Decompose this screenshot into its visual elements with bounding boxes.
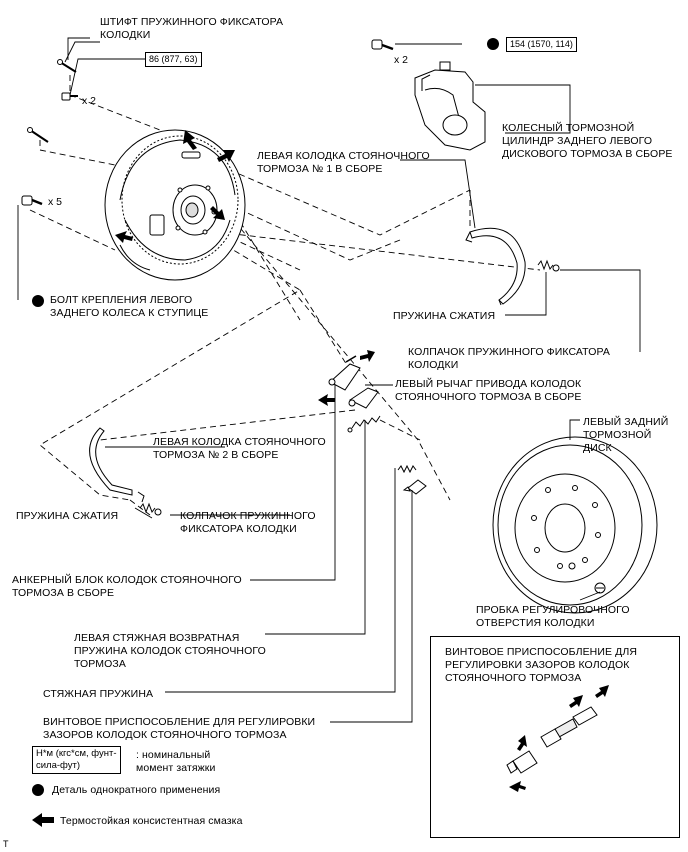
legend-grease: Термостойкая консистентная смазка	[60, 815, 243, 827]
label-anchor-block: АНКЕРНЫЙ БЛОК КОЛОДОК СТОЯНОЧНОГО ТОРМОЗ…	[12, 574, 242, 599]
label-cap-left: КОЛПАЧОК ПРУЖИННОГО ФИКСАТОРА КОЛОДКИ	[180, 510, 316, 535]
qty-small-bolt: x 2	[82, 95, 97, 107]
legend-torque-desc: : номинальный момент затяжки	[136, 749, 216, 774]
non-reusable-dot-hub-bolt	[32, 295, 44, 307]
label-hub-bolt: БОЛТ КРЕПЛЕНИЯ ЛЕВОГО ЗАДНЕГО КОЛЕСА К С…	[50, 294, 209, 319]
label-compression-spring-left: ПРУЖИНА СЖАТИЯ	[16, 510, 119, 522]
legend-non-reusable-dot	[32, 784, 44, 796]
brake-caliper	[414, 61, 486, 151]
label-compression-spring-right: ПРУЖИНА СЖАТИЯ	[393, 310, 496, 322]
backing-plate	[104, 129, 246, 281]
torque-caliper-bolt: 154 (1570, 114)	[506, 37, 577, 52]
torque-small-bolt: 86 (877, 63)	[145, 52, 202, 67]
brake-disc	[492, 436, 658, 614]
parking-shoe-2	[89, 427, 145, 503]
non-reusable-dot-caliper-bolt	[487, 38, 499, 50]
caliper-bolt	[371, 39, 394, 51]
label-tension-spring: СТЯЖНАЯ ПРУЖИНА	[43, 688, 154, 700]
label-retainer-pin: ШТИФТ ПРУЖИННОГО ФИКСАТОРА КОЛОДКИ	[100, 16, 284, 41]
label-lever: ЛЕВЫЙ РЫЧАГ ПРИВОДА КОЛОДОК СТОЯНОЧНОГО …	[395, 378, 582, 403]
footer-mark: T	[3, 839, 9, 849]
leader-lines	[17, 37, 641, 723]
backing-bolt	[21, 195, 43, 206]
legend-non-reusable: Деталь однократного применения	[52, 784, 221, 796]
adjuster-screw	[402, 479, 427, 495]
non-reusable-markers	[32, 38, 499, 307]
inset-grease-arrow-3	[517, 735, 527, 751]
inset-grease-arrow-2	[595, 685, 609, 698]
compression-spring-right	[537, 259, 560, 272]
grease-arrows-lever	[318, 350, 375, 406]
inset-grease-arrow-1	[569, 695, 583, 708]
qty-backing-bolt: x 5	[48, 196, 63, 208]
inset-adjuster-drawing	[506, 685, 609, 792]
compression-spring-left	[139, 502, 162, 516]
parking-lever	[328, 355, 379, 409]
label-adjuster: ВИНТОВОЕ ПРИСПОСОБЛЕНИЕ ДЛЯ РЕГУЛИРОВКИ …	[43, 716, 316, 741]
tension-spring	[397, 464, 417, 474]
return-spring	[347, 415, 381, 433]
adjust-hole-plug	[594, 582, 606, 594]
legend-torque-box: Н*м (кгс*см, фунт- сила-фут)	[32, 746, 121, 774]
inset-grease-arrow-4	[509, 781, 526, 792]
label-caliper: КОЛЕСНЫЙ ТОРМОЗНОЙ ЦИЛИНДР ЗАДНЕГО ЛЕВОГ…	[502, 122, 673, 160]
retainer-pin	[27, 59, 77, 143]
inset-title: ВИНТОВОЕ ПРИСПОСОБЛЕНИЕ ДЛЯ РЕГУЛИРОВКИ …	[445, 646, 638, 684]
legend-grease-arrow-icon	[32, 813, 54, 827]
label-disc: ЛЕВЫЙ ЗАДНИЙ ТОРМОЗНОЙ ДИСК	[583, 416, 669, 454]
parking-shoe-1	[465, 227, 526, 306]
grease-arrows-backing-plate	[115, 130, 235, 243]
adjuster-detail-inset: ВИНТОВОЕ ПРИСПОСОБЛЕНИЕ ДЛЯ РЕГУЛИРОВКИ …	[430, 636, 680, 838]
label-return-spring: ЛЕВАЯ СТЯЖНАЯ ВОЗВРАТНАЯ ПРУЖИНА КОЛОДОК…	[74, 632, 266, 670]
label-shoe-2: ЛЕВАЯ КОЛОДКА СТОЯНОЧНОГО ТОРМОЗА № 2 В …	[153, 436, 326, 461]
small-bolt	[61, 92, 78, 101]
label-plug: ПРОБКА РЕГУЛИРОВОЧНОГО ОТВЕРСТИЯ КОЛОДКИ	[476, 604, 630, 629]
label-cap-right: КОЛПАЧОК ПРУЖИННОГО ФИКСАТОРА КОЛОДКИ	[408, 346, 610, 371]
label-shoe-1: ЛЕВАЯ КОЛОДКА СТОЯНОЧНОГО ТОРМОЗА № 1 В …	[257, 150, 430, 175]
qty-caliper-bolt: x 2	[394, 54, 409, 66]
